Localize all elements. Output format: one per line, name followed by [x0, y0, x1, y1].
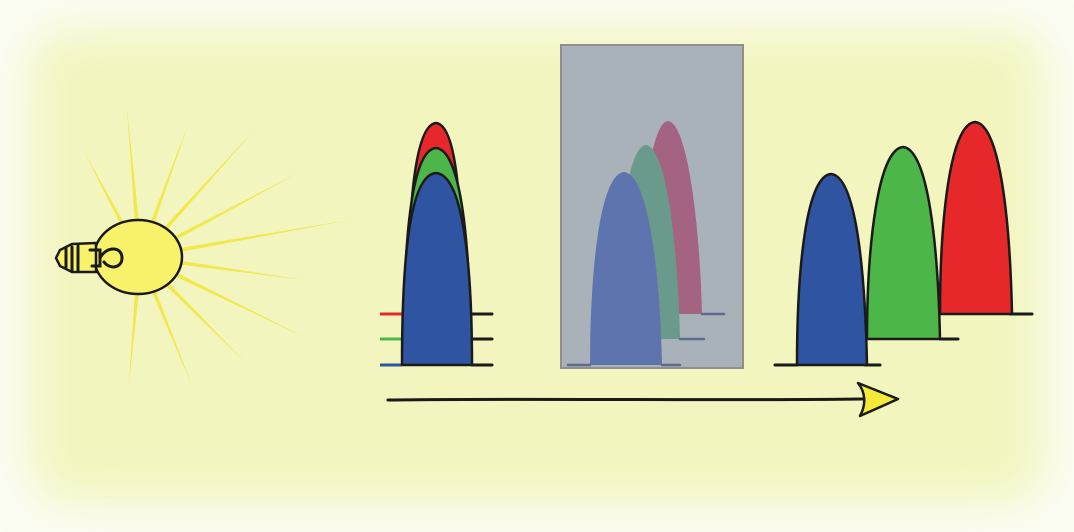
- arrow-shaft: [388, 399, 862, 400]
- bulb-glass: [94, 220, 182, 294]
- filter-panel: [561, 45, 743, 368]
- stage-through-filter: [561, 45, 743, 368]
